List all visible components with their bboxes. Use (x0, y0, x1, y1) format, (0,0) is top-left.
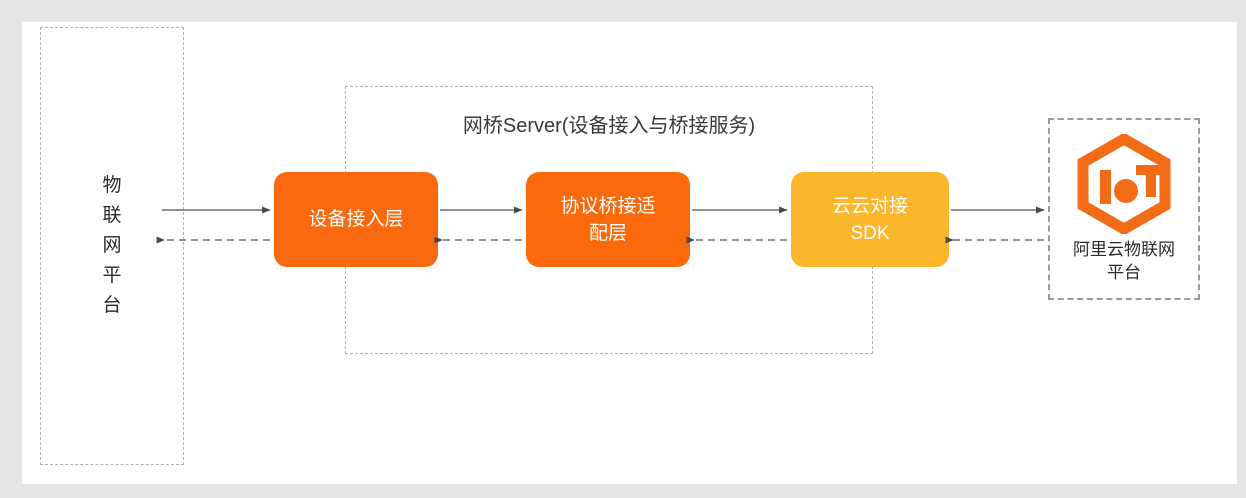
left-iot-platform-box[interactable]: 物 联 网 平 台 (40, 27, 184, 465)
stage-device-access-layer[interactable]: 设备接入层 (274, 172, 438, 267)
left-iot-platform-label: 物 联 网 平 台 (102, 175, 122, 316)
right-aliyun-iot-platform-label: 阿里云物联网 平台 (1073, 240, 1175, 282)
bridge-server-title: 网桥Server(设备接入与桥接服务) (462, 115, 756, 137)
right-aliyun-iot-platform-box[interactable]: 阿里云物联网 平台 (1048, 118, 1200, 300)
stage-cloud-to-cloud-sdk[interactable]: 云云对接 SDK (791, 172, 949, 267)
iot-hexagon-logo-icon (1077, 134, 1171, 234)
stage-protocol-bridge-adapter-layer[interactable]: 协议桥接适 配层 (526, 172, 690, 267)
diagram-canvas: 物 联 网 平 台 网桥Server(设备接入与桥接服务) 设备接入层 协议桥接… (22, 22, 1237, 484)
